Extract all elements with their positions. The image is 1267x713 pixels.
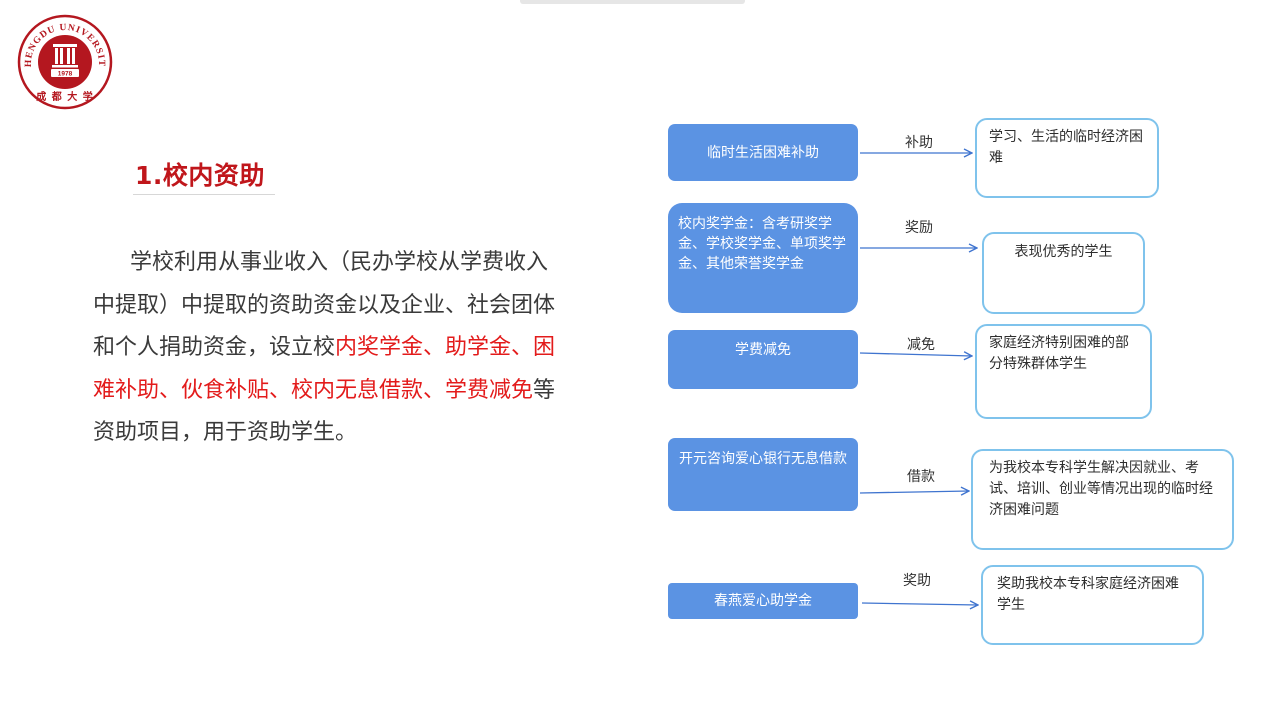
paragraph-text: 学校利用从事业收入（民办学校从学费收入中提取）中提取的资助资金以及企业、社会团体…	[93, 250, 556, 360]
relation-label: 借款	[907, 469, 935, 485]
university-logo: CHENGDU UNIVERSITY 1978 成 都 大 学	[17, 14, 113, 110]
target-box: 奖助我校本专科家庭经济困难学生	[981, 565, 1204, 645]
paragraph-text-end: 等资助项目，用于资助学生。	[93, 377, 556, 446]
relation-label: 奖励	[905, 220, 933, 236]
arrow-connector	[861, 603, 978, 605]
section-title: 1.校内资助	[135, 161, 265, 190]
university-seal-icon: CHENGDU UNIVERSITY 1978 成 都 大 学	[17, 14, 113, 110]
relation-label: 补助	[905, 135, 933, 151]
paragraph-highlight: 内奖学金、助学金、困难补助、伙食补贴、校内无息借款、学费减免	[93, 335, 556, 403]
logo-chinese-name: 成 都 大 学	[36, 90, 93, 103]
source-box: 校内奖学金：含考研奖学金、学校奖学金、单项奖学金、其他荣誉奖学金	[668, 203, 858, 313]
relation-label: 奖助	[903, 573, 931, 589]
logo-year: 1978	[58, 71, 73, 78]
target-box: 表现优秀的学生	[982, 232, 1145, 314]
source-box: 春燕爱心助学金	[668, 583, 858, 619]
top-decor-bar	[520, 0, 745, 4]
target-box: 学习、生活的临时经济困难	[975, 118, 1159, 198]
body-paragraph: 学校利用从事业收入（民办学校从学费收入中提取）中提取的资助资金以及企业、社会团体…	[93, 242, 563, 455]
arrow-connector	[859, 491, 969, 493]
source-box: 学费减免	[668, 330, 858, 389]
target-box: 家庭经济特别困难的部分特殊群体学生	[975, 324, 1152, 419]
target-box: 为我校本专科学生解决因就业、考试、培训、创业等情况出现的临时经济困难问题	[971, 449, 1234, 550]
source-box: 临时生活困难补助	[668, 124, 858, 181]
source-box: 开元咨询爱心银行无息借款	[668, 438, 858, 511]
title-underline	[133, 194, 275, 195]
relation-label: 减免	[907, 337, 935, 353]
